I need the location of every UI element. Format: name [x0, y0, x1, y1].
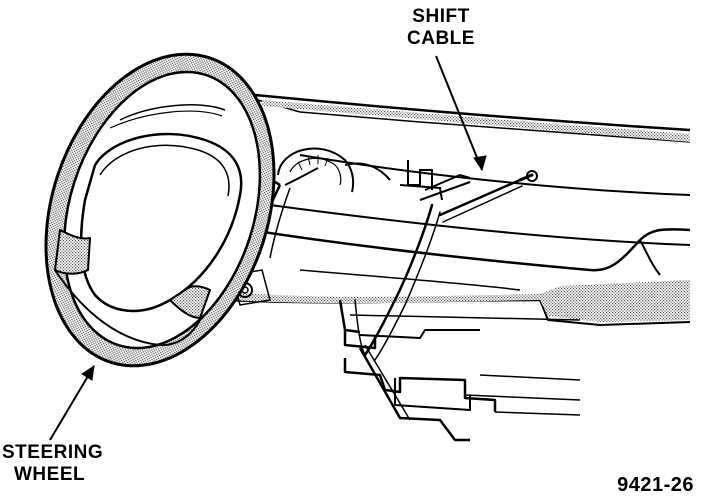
shift-cable-label-line2: CABLE — [407, 28, 475, 49]
shift-cable-label-line1: SHIFT — [412, 6, 470, 27]
leader-lines — [49, 55, 487, 441]
figure-number: 9421-26 — [617, 474, 694, 496]
shift-cable — [354, 170, 538, 361]
steering-wheel — [44, 52, 276, 368]
steering-wheel-label: STEERING WHEEL — [2, 442, 122, 486]
floor-console — [338, 299, 581, 442]
shift-cable-label: SHIFT CABLE — [398, 6, 484, 50]
shift-bracket — [399, 160, 471, 201]
steering-wheel-label-line1: STEERING — [2, 442, 104, 463]
instrument-cluster — [277, 147, 391, 193]
steering-wheel-label-line2: WHEEL — [14, 464, 86, 485]
